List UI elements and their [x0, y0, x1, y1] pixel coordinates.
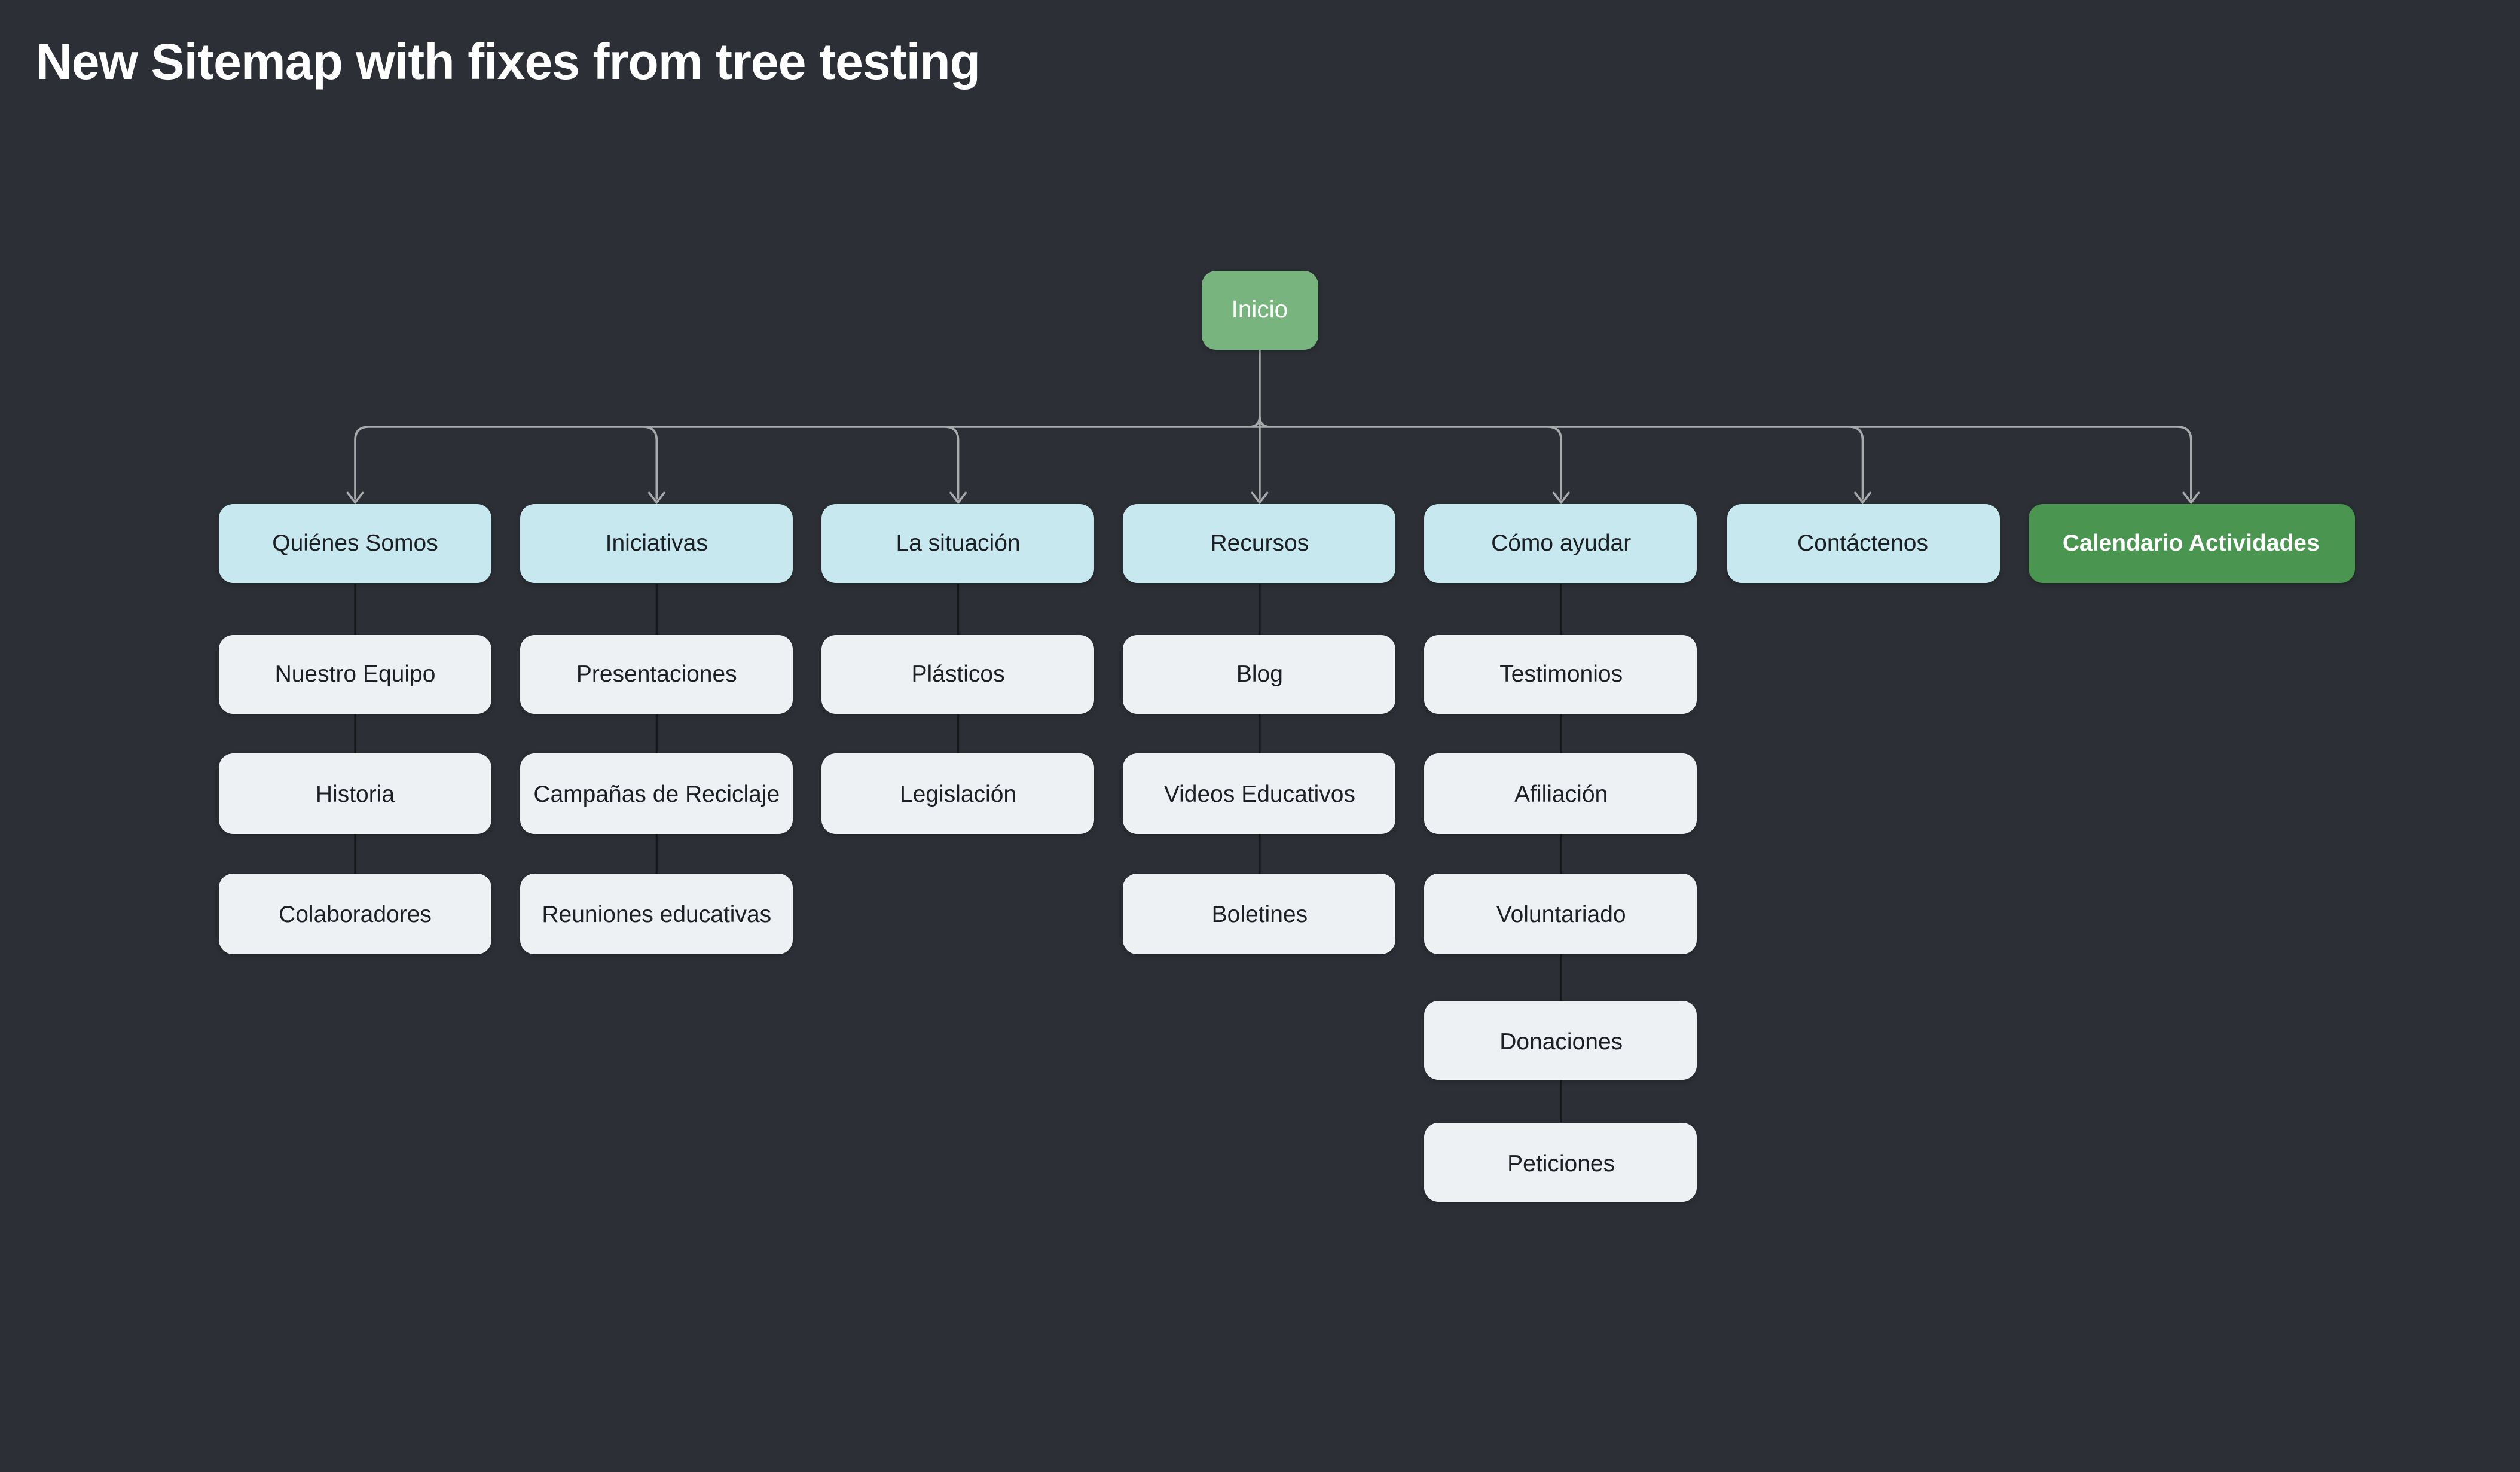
node-label: Testimonios	[1499, 661, 1623, 688]
node-afiliacion[interactable]: Afiliación	[1425, 753, 1698, 834]
node-label: Quiénes Somos	[272, 530, 438, 557]
node-label: Historia	[315, 780, 395, 807]
node-label: Inicio	[1231, 297, 1288, 324]
node-label: Reuniones educativas	[542, 900, 772, 928]
node-label: Colaboradores	[279, 900, 432, 928]
node-label: Boletines	[1211, 900, 1308, 928]
parent-tree-connector	[346, 349, 2200, 505]
node-legislacion[interactable]: Legislación	[821, 753, 1095, 834]
node-plasticos[interactable]: Plásticos	[821, 634, 1095, 714]
node-blog[interactable]: Blog	[1123, 634, 1396, 714]
node-label: Contáctenos	[1797, 530, 1928, 557]
node-donaciones[interactable]: Donaciones	[1425, 1000, 1698, 1081]
node-label: La situación	[896, 530, 1021, 557]
node-la-situacion[interactable]: La situación	[821, 503, 1095, 584]
node-label: Videos Educativos	[1163, 780, 1355, 807]
node-label: Iniciativas	[605, 530, 708, 557]
node-presentaciones[interactable]: Presentaciones	[520, 634, 793, 714]
node-como-ayudar[interactable]: Cómo ayudar	[1425, 503, 1698, 584]
node-peticiones[interactable]: Peticiones	[1425, 1122, 1698, 1203]
node-videos-educativos[interactable]: Videos Educativos	[1123, 753, 1396, 834]
page-title: New Sitemap with fixes from tree testing	[36, 34, 980, 90]
node-quienes-somos[interactable]: Quiénes Somos	[219, 503, 491, 584]
node-inicio[interactable]: Inicio	[1201, 270, 1319, 350]
node-testimonios[interactable]: Testimonios	[1425, 634, 1698, 714]
node-label: Presentaciones	[576, 661, 737, 688]
node-label: Donaciones	[1499, 1027, 1623, 1054]
node-historia[interactable]: Historia	[219, 753, 491, 834]
node-calendario-actividades[interactable]: Calendario Actividades	[2027, 503, 2354, 584]
node-label: Recursos	[1210, 530, 1309, 557]
node-voluntariado[interactable]: Voluntariado	[1425, 874, 1698, 954]
node-colaboradores[interactable]: Colaboradores	[219, 874, 491, 954]
node-label: Afiliación	[1514, 780, 1608, 807]
node-label: Cómo ayudar	[1491, 530, 1632, 557]
node-campanas-de-reciclaje[interactable]: Campañas de Reciclaje	[520, 753, 793, 834]
node-nuestro-equipo[interactable]: Nuestro Equipo	[219, 634, 491, 714]
node-label: Blog	[1236, 661, 1283, 688]
node-label: Campañas de Reciclaje	[533, 780, 780, 807]
node-label: Nuestro Equipo	[274, 661, 436, 688]
node-boletines[interactable]: Boletines	[1123, 874, 1396, 954]
node-label: Legislación	[899, 780, 1017, 807]
node-reuniones-educativas[interactable]: Reuniones educativas	[520, 874, 793, 954]
node-label: Voluntariado	[1496, 900, 1626, 928]
node-label: Plásticos	[911, 661, 1005, 688]
node-contactenos[interactable]: Contáctenos	[1726, 503, 1999, 584]
node-iniciativas[interactable]: Iniciativas	[520, 503, 793, 584]
node-label: Peticiones	[1507, 1149, 1615, 1176]
node-recursos[interactable]: Recursos	[1123, 503, 1396, 584]
node-label: Calendario Actividades	[2062, 530, 2320, 557]
